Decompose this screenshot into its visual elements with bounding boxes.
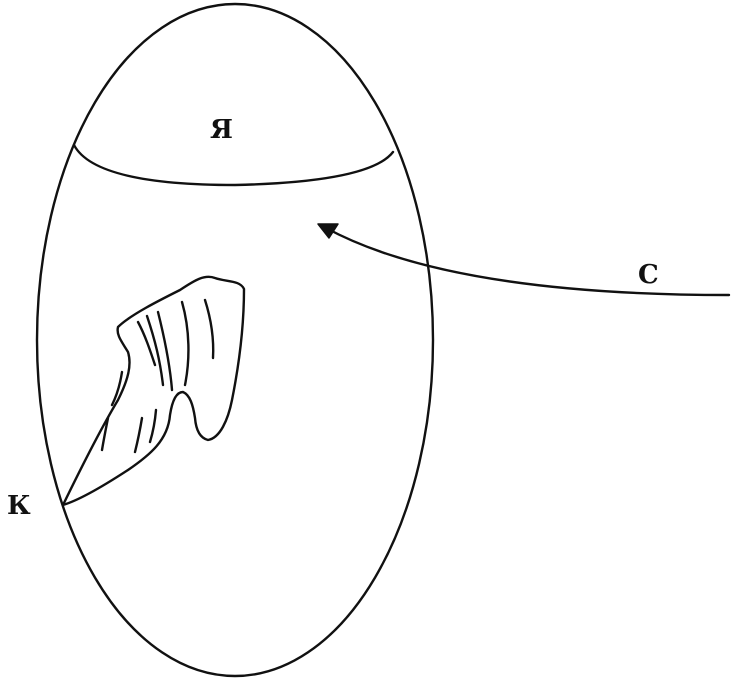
arrowhead-icon [318, 224, 338, 238]
label-left: К [7, 491, 31, 521]
arrow-curve [326, 228, 729, 295]
cap-divider-line [74, 145, 393, 185]
embryo-stroke-1 [138, 322, 155, 365]
embryo-stroke-3 [158, 312, 172, 390]
embryo-stroke-9 [150, 410, 156, 442]
embryo-stroke-5 [205, 300, 213, 358]
label-top: Я [210, 115, 233, 145]
label-right: С [638, 260, 659, 290]
embryo-stroke-8 [135, 418, 142, 452]
embryo-shape [63, 277, 244, 505]
embryo-stroke-4 [182, 302, 188, 385]
egg-outline [37, 4, 433, 676]
